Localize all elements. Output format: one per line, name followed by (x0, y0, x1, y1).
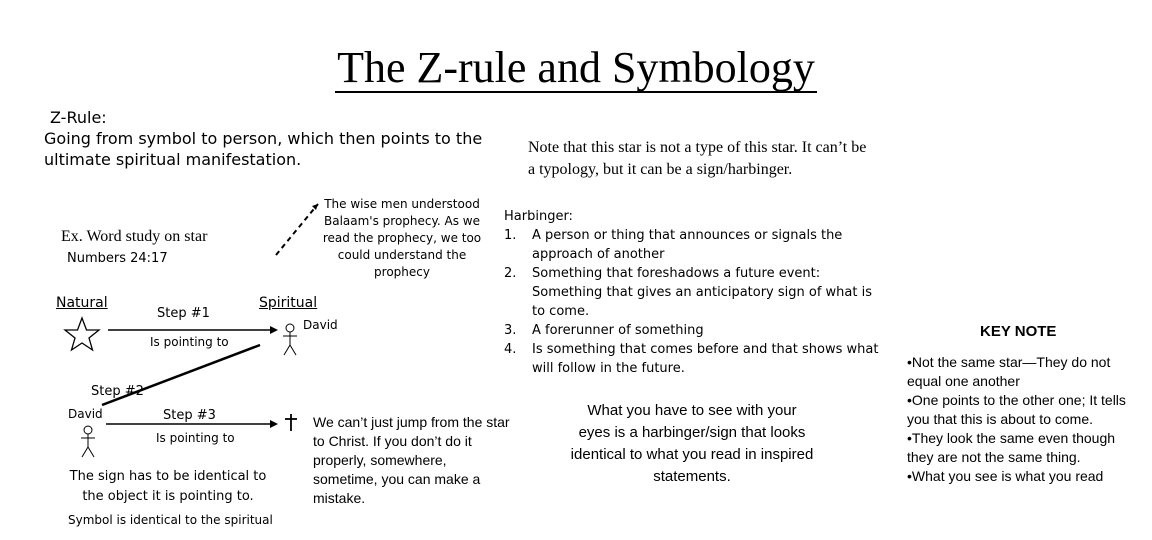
zrule-label: Z-Rule: (50, 108, 107, 127)
key-note-item: •One points to the other one; It tells y… (907, 392, 1126, 427)
star-icon (63, 316, 101, 352)
harbinger-item: 3. A forerunner of something (504, 321, 886, 340)
natural-label: Natural (56, 295, 108, 311)
zrule-line-2: ultimate spiritual manifestation. (44, 150, 302, 169)
harbinger-item-text: A person or thing that announces or sign… (532, 228, 843, 262)
harbinger-item-number: 1. (504, 228, 517, 243)
is-pointing-to-label: Is pointing to (150, 335, 229, 349)
harbinger-item-text: Is something that comes before and that … (532, 342, 879, 376)
cross-icon (285, 414, 297, 431)
example-label: Ex. Word study on star (61, 228, 208, 245)
harbinger-item-number: 3. (504, 323, 517, 338)
harbinger-item-number: 2. (504, 266, 517, 281)
key-note-title: KEY NOTE (980, 323, 1057, 340)
harbinger-item: 1. A person or thing that announces or si… (504, 226, 886, 264)
stick-figure-icon (283, 323, 297, 356)
symbol-note: Symbol is identical to the spiritual (68, 513, 273, 527)
step-3-arrowhead (270, 420, 278, 428)
stick-figure-icon (81, 425, 95, 458)
step-2-arrow (101, 343, 261, 407)
spiritual-label: Spiritual (259, 295, 318, 311)
is-pointing-to-label: Is pointing to (156, 431, 235, 445)
reference-label: Numbers 24:17 (67, 251, 168, 266)
harbinger-item-text: Something that foreshadows a future even… (532, 266, 873, 319)
dashed-pointer-arrowhead (312, 204, 318, 210)
harbinger-item-text: A forerunner of something (532, 323, 704, 338)
harbinger-item: 2. Something that foreshadows a future ev… (504, 264, 886, 321)
star-note: Note that this star is not a type of thi… (528, 139, 867, 178)
harbinger-definition: Harbinger: 1. A person or thing that anno… (504, 207, 886, 378)
key-note-item: •Not the same star—They do not equal one… (907, 354, 1111, 389)
dashed-pointer-line (275, 203, 319, 256)
harbinger-summary: What you have to see with your eyes is a… (570, 402, 814, 485)
sign-note: The sign has to be identical to the obje… (69, 469, 267, 504)
zrule-definition: Z-Rule: Going from symbol to person, whi… (44, 107, 482, 170)
harbinger-item: 4. Is something that comes before and tha… (504, 340, 886, 378)
step-1-arrowhead (270, 326, 278, 334)
david-label: David (303, 318, 338, 332)
page-title: The Z-rule and Symbology (0, 42, 1152, 94)
harbinger-list: 1. A person or thing that announces or si… (504, 226, 886, 378)
wise-men-note: The wise men understood Balaam's prophec… (322, 197, 482, 279)
harbinger-heading: Harbinger: (504, 209, 573, 224)
harbinger-item-number: 4. (504, 342, 517, 357)
key-note-item: •They look the same even though they are… (907, 430, 1116, 465)
step-3-label: Step #3 (163, 408, 216, 423)
title-text: The Z-rule and Symbology (335, 43, 817, 94)
step-1-label: Step #1 (157, 306, 210, 321)
david-label: David (68, 407, 103, 421)
key-note-item: •What you see is what you read (907, 468, 1104, 484)
key-note-list: •Not the same star—They do not equal one… (907, 353, 1139, 486)
jump-note: We can’t just jump from the star to Chri… (313, 414, 510, 506)
zrule-line-1: Going from symbol to person, which then … (44, 129, 483, 148)
